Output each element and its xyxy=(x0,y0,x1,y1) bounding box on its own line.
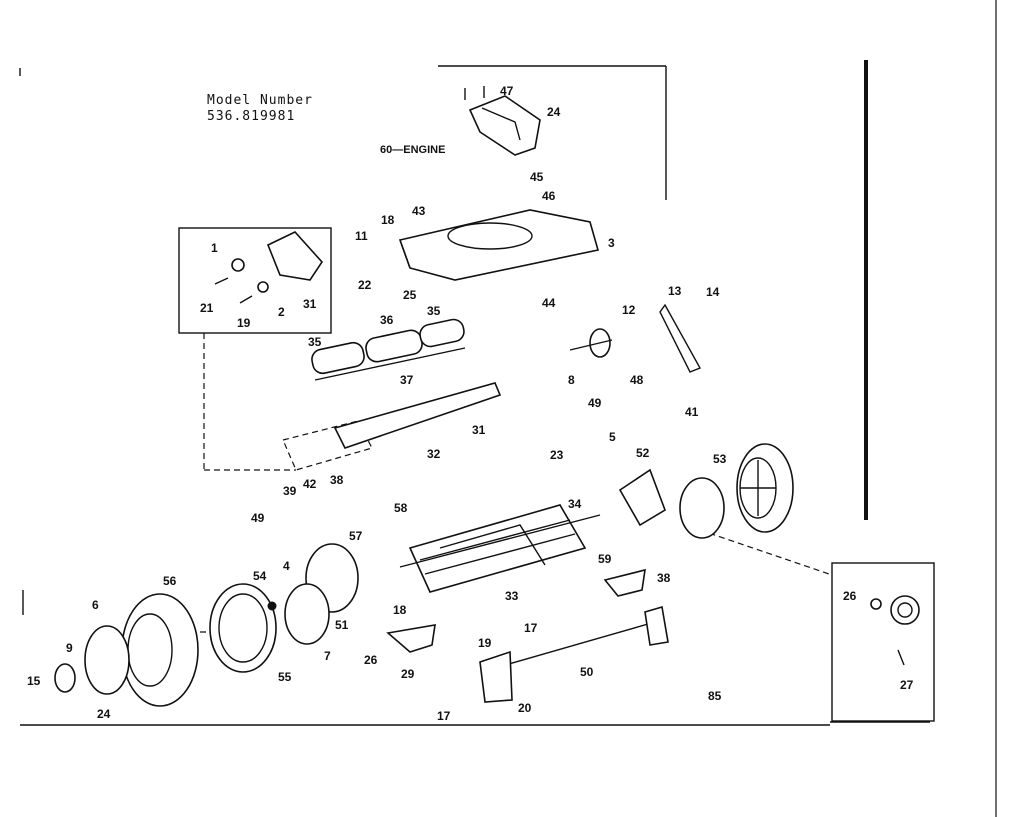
callout-24b: 24 xyxy=(97,707,111,721)
callout-47: 47 xyxy=(500,84,514,98)
callout-18b: 18 xyxy=(393,603,407,617)
callout-24: 24 xyxy=(547,105,561,119)
callout-18: 18 xyxy=(381,213,395,227)
callout-13: 13 xyxy=(668,284,682,298)
callout-59: 59 xyxy=(598,552,612,566)
callout-35a: 35 xyxy=(427,304,441,318)
callout-14: 14 xyxy=(706,285,720,299)
callout-56: 56 xyxy=(163,574,177,588)
callout-50: 50 xyxy=(580,665,594,679)
bracket-29 xyxy=(386,624,436,653)
model-label: Model Number xyxy=(207,93,313,108)
callout-42: 42 xyxy=(303,477,317,491)
callout-2: 2 xyxy=(278,305,285,319)
hubcap xyxy=(84,625,130,695)
left-wheel xyxy=(121,593,199,707)
callout-19: 19 xyxy=(237,316,251,330)
callout-20: 20 xyxy=(518,701,532,715)
callout-35b: 35 xyxy=(308,335,322,349)
callout-17a: 17 xyxy=(524,621,538,635)
callout-41: 41 xyxy=(685,405,699,419)
callout-54: 54 xyxy=(253,569,267,583)
cutting-reel xyxy=(399,504,601,593)
callout-4: 4 xyxy=(283,559,290,573)
callout-26a: 26 xyxy=(843,589,857,603)
callout-36: 36 xyxy=(380,313,394,327)
callout-55: 55 xyxy=(278,670,292,684)
callout-39: 39 xyxy=(283,484,297,498)
callout-31b: 31 xyxy=(472,423,486,437)
roller-axle xyxy=(479,605,669,703)
bed-knife-bar xyxy=(333,382,502,449)
callout-31a: 31 xyxy=(303,297,317,311)
callout-44: 44 xyxy=(542,296,556,310)
callout-53: 53 xyxy=(713,452,727,466)
callout-8: 8 xyxy=(568,373,575,387)
model-number: 536.819981 xyxy=(207,109,296,124)
callout-23: 23 xyxy=(550,448,564,462)
axle-bearing xyxy=(870,595,920,666)
callout-51: 51 xyxy=(335,618,349,632)
callout-33: 33 xyxy=(505,589,519,603)
washer xyxy=(54,663,76,693)
inset-box-bracket xyxy=(178,227,332,334)
callout-45: 45 xyxy=(530,170,544,184)
callout-57: 57 xyxy=(349,529,363,543)
callout-17b: 17 xyxy=(437,709,451,723)
callout-34: 34 xyxy=(568,497,582,511)
engine-deck-plate xyxy=(398,209,600,281)
callout-labels: 47 24 45 46 18 43 3 11 22 25 44 1 21 19 … xyxy=(27,84,914,723)
callout-7: 7 xyxy=(324,649,331,663)
hub-plate xyxy=(209,583,277,673)
callout-49b: 49 xyxy=(251,511,265,525)
callout-48: 48 xyxy=(630,373,644,387)
roller-assembly xyxy=(311,318,466,381)
callout-1: 1 xyxy=(211,241,218,255)
callout-29: 29 xyxy=(401,667,415,681)
callout-22: 22 xyxy=(358,278,372,292)
bracket-assembly xyxy=(214,231,324,304)
callout-12: 12 xyxy=(622,303,636,317)
callout-6: 6 xyxy=(92,598,99,612)
callout-25: 25 xyxy=(403,288,417,302)
callout-5: 5 xyxy=(609,430,616,444)
frame-lines xyxy=(19,0,997,817)
callout-38a: 38 xyxy=(330,473,344,487)
callout-3: 3 xyxy=(608,236,615,250)
callout-19b: 19 xyxy=(478,636,492,650)
callout-58: 58 xyxy=(394,501,408,515)
pulley-assembly xyxy=(569,328,613,358)
dashed-group-outline xyxy=(282,420,373,471)
inset-box-axle-bearing xyxy=(831,562,935,722)
callout-52: 52 xyxy=(636,446,650,460)
top-cover xyxy=(464,86,541,156)
callout-27: 27 xyxy=(900,678,914,692)
engine-label: 60—ENGINE xyxy=(380,144,446,156)
callout-26b: 26 xyxy=(364,653,378,667)
callout-15: 15 xyxy=(27,674,41,688)
callout-9: 9 xyxy=(66,641,73,655)
right-side-assembly xyxy=(618,443,794,539)
callout-21: 21 xyxy=(200,301,214,315)
callout-46: 46 xyxy=(542,189,556,203)
bracket-38 xyxy=(603,568,646,597)
callout-49a: 49 xyxy=(588,396,602,410)
callout-11: 11 xyxy=(355,229,368,243)
callout-43: 43 xyxy=(412,204,426,218)
callout-32: 32 xyxy=(427,447,441,461)
gear-plate xyxy=(284,583,330,645)
callout-37: 37 xyxy=(400,373,414,387)
page-code: 85 xyxy=(708,689,722,703)
drive-belt xyxy=(659,303,701,373)
callout-38b: 38 xyxy=(657,571,671,585)
model-title: Model Number 536.819981 xyxy=(207,93,313,125)
